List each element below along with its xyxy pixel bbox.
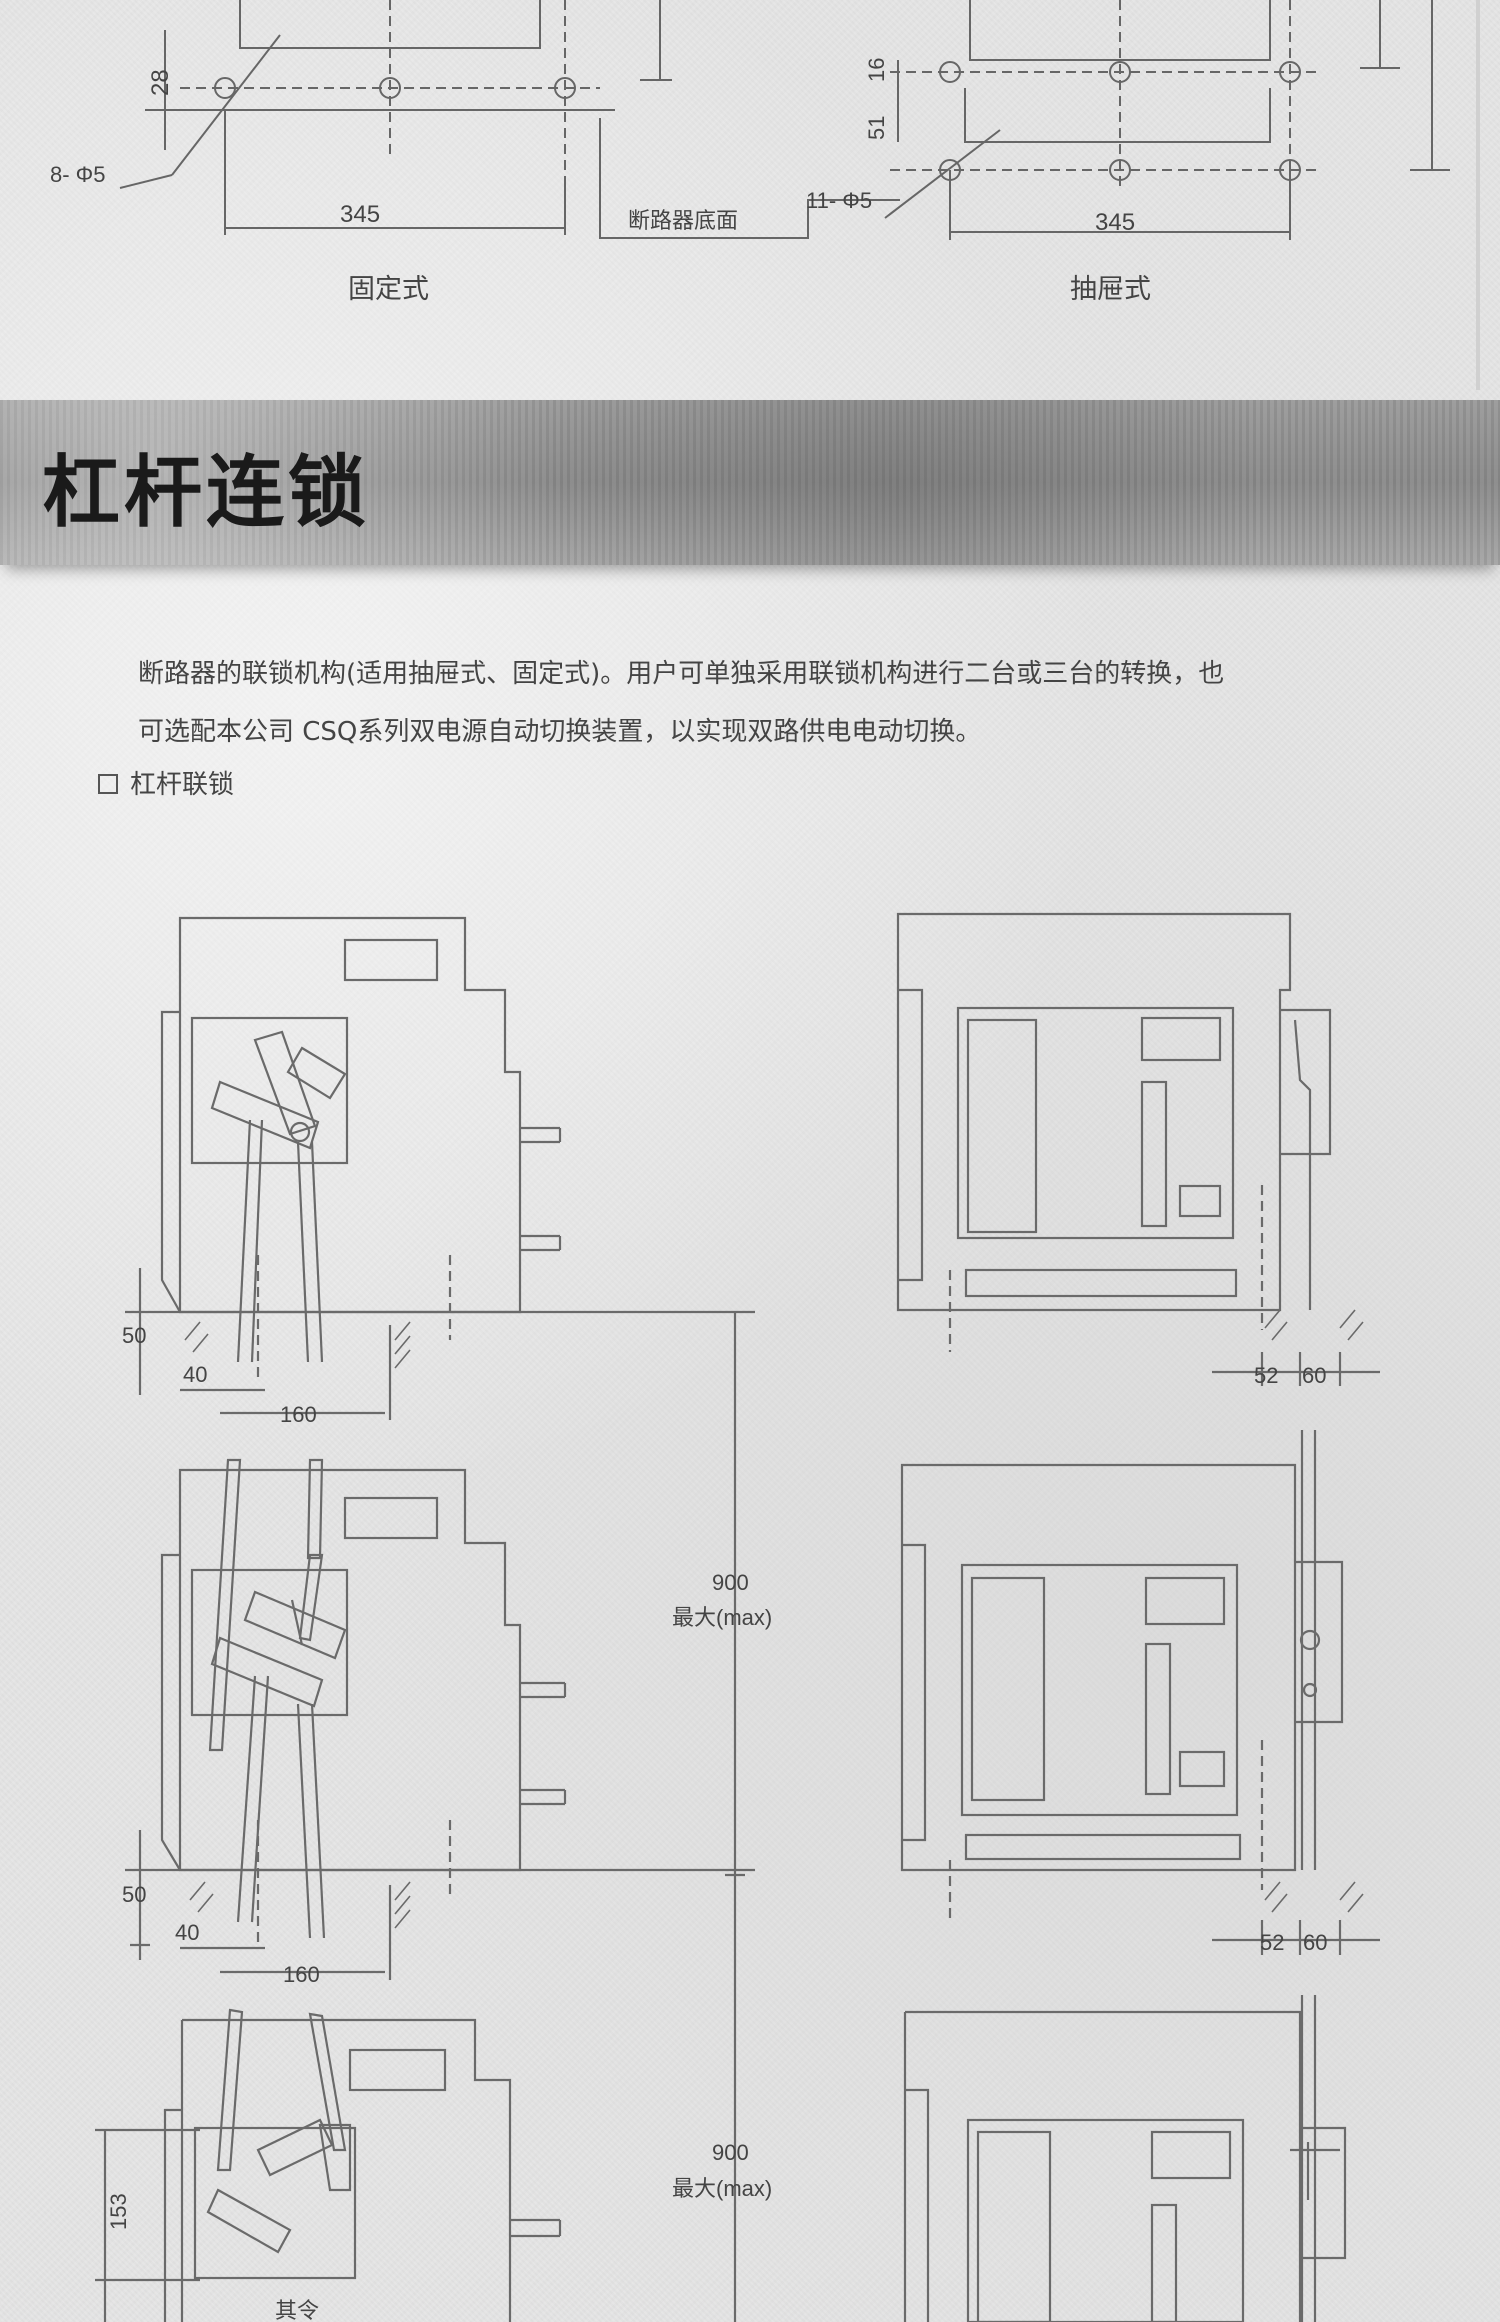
drawout-hole-leader — [884, 129, 1001, 219]
row3-left-rod-a — [216, 2008, 244, 2172]
row2-40-label: 40 — [175, 1920, 199, 1945]
row2-left-rod-2 — [296, 1703, 312, 1939]
fixed-width-label: 345 — [340, 201, 380, 228]
drawout-lower-outline — [964, 88, 1271, 143]
top-panel — [0, 0, 1480, 390]
bullet-label: 杠杆联锁 — [130, 770, 235, 800]
row1-right-breaker — [896, 912, 1292, 1312]
row1-60-label: 60 — [1302, 1363, 1326, 1388]
fixed-hole-leader — [171, 34, 281, 176]
bullet-item: 杠杆联锁 — [98, 764, 234, 801]
row1-52-label: 52 — [1254, 1363, 1278, 1388]
row3-153-label: 153 — [106, 2193, 131, 2230]
intro-text: 断路器的联锁机构(适用抽屉式、固定式)。用户可单独采用联锁机构进行二台或三台的转… — [138, 645, 1398, 761]
row2-right-breaker — [900, 1463, 1297, 1872]
row3-left-lever-b — [206, 2188, 292, 2254]
row3-left-breaker — [182, 2018, 512, 2322]
row3-right-breaker — [905, 2010, 1302, 2322]
row1-left-lever-a — [253, 1030, 317, 1136]
row1-left-panel — [190, 1016, 349, 1165]
intro-line-1: 断路器的联锁机构(适用抽屉式、固定式)。用户可单独采用联锁机构进行二台或三台的转… — [138, 659, 1225, 689]
row1-160-label: 160 — [280, 1402, 317, 1427]
row3-partial-label: 其令 — [275, 2298, 319, 2322]
row3-left-panel — [193, 2126, 357, 2280]
fixed-height-label: 28 — [147, 69, 174, 96]
row2-60-label: 60 — [1303, 1930, 1327, 1955]
row2-left-lever-a — [243, 1590, 347, 1660]
row3-right-panel — [966, 2118, 1245, 2322]
fixed-hole-2 — [379, 77, 401, 99]
fixed-holes-label: 8- Φ5 — [50, 162, 105, 187]
row2-50-label: 50 — [122, 1882, 146, 1907]
fixed-hole-3 — [554, 77, 576, 99]
drawout-51-label: 51 — [864, 116, 889, 140]
span2-note: 最大(max) — [672, 2176, 772, 2201]
intro-line-2: 可选配本公司 CSQ系列双电源自动切换装置，以实现双路供电电动切换。 — [138, 717, 982, 747]
row2-160-label: 160 — [283, 1962, 320, 1987]
row2-left-breaker — [178, 1468, 522, 1872]
row1-left-lever-b — [210, 1080, 320, 1150]
drawout-width-label: 345 — [1095, 209, 1135, 236]
span1-value: 900 — [712, 1570, 749, 1595]
section-banner: 杠杆连锁 — [0, 400, 1500, 565]
row1-left-rod-1 — [236, 1119, 252, 1363]
row1-left-rod-2 — [296, 1141, 310, 1363]
row2-52-label: 52 — [1260, 1930, 1284, 1955]
drawout-body-outline — [969, 0, 1271, 61]
row1-40-label: 40 — [183, 1362, 207, 1387]
drawout-holes-label: 11- Φ5 — [806, 188, 872, 213]
row2-left-panel — [190, 1568, 349, 1717]
row2-left-lever-b — [210, 1636, 324, 1708]
fixed-hole-1 — [214, 77, 236, 99]
span1-note: 最大(max) — [672, 1605, 772, 1630]
drawout-16-label: 16 — [864, 58, 889, 82]
row1-50-label: 50 — [122, 1323, 146, 1348]
row2-left-rod-a — [208, 1458, 242, 1752]
span2-value: 900 — [712, 2140, 749, 2165]
row2-right-panel — [960, 1563, 1239, 1817]
row2-left-rod-1 — [236, 1675, 257, 1923]
checkbox-square-icon — [98, 774, 118, 794]
row1-left-nameplate — [343, 938, 439, 982]
base-bottom-label: 断路器底面 — [628, 208, 738, 233]
row1-right-panel — [956, 1006, 1235, 1240]
section-title: 杠杆连锁 — [42, 448, 371, 538]
row3-left-lever-a — [256, 2118, 334, 2177]
drawout-caption: 抽屉式 — [1070, 274, 1151, 305]
fixed-caption: 固定式 — [348, 274, 429, 305]
